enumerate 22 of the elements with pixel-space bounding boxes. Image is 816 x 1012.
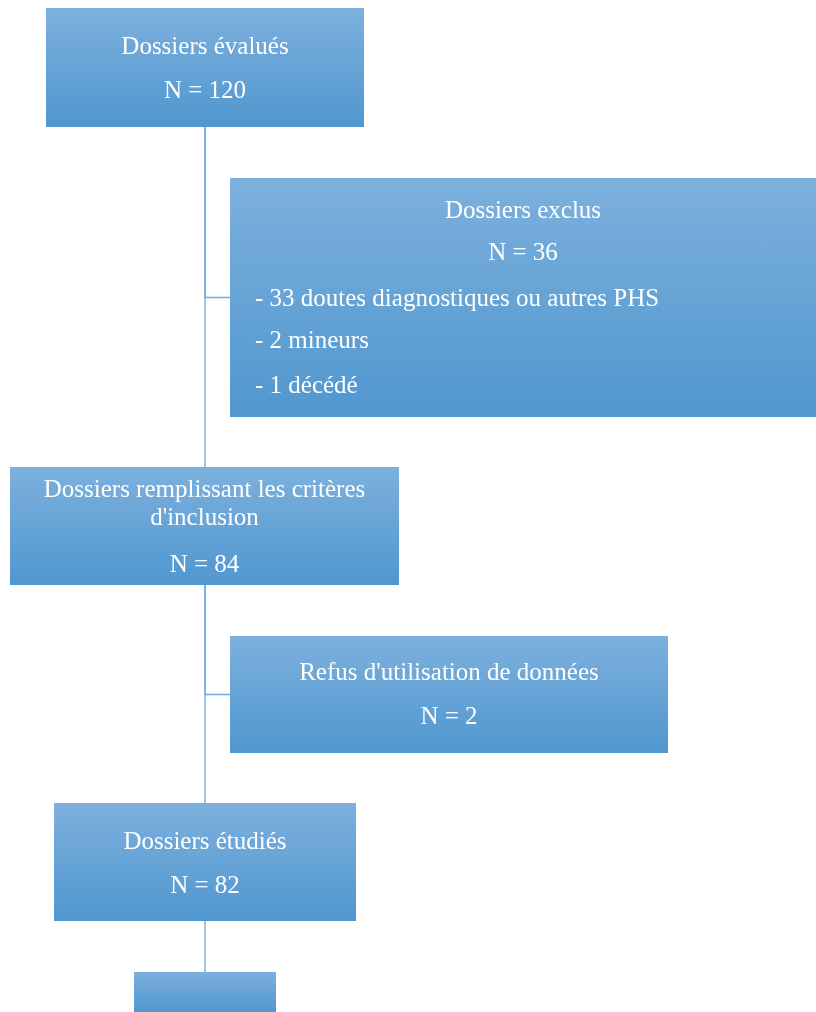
box-text: - 1 décédé [254,371,359,399]
box-text: N = 120 [162,76,248,104]
process-box [46,8,364,127]
box-text: Dossiers remplissant les critères d'inclusion [42,475,367,531]
box-text: N = 84 [168,550,241,578]
connector-line [204,920,206,973]
box-text: N = 36 [487,238,559,266]
process-box [10,467,399,585]
box-text: Refus d'utilisation de données [298,658,600,686]
connector-line [204,584,231,696]
process-box [54,803,356,921]
empty-box [134,972,276,1012]
box-text: - 33 doutes diagnostiques ou autres PHS [254,284,661,312]
box-text: Dossiers étudiés [122,827,288,855]
box-text: N = 2 [419,702,479,730]
box-text: - 2 mineurs [254,326,370,354]
process-box [230,636,668,753]
box-text: Dossiers exclus [443,196,603,224]
process-box [230,178,816,417]
box-text: Dossiers évalués [120,32,290,60]
connector-line [204,126,231,299]
box-text: N = 82 [169,871,241,899]
